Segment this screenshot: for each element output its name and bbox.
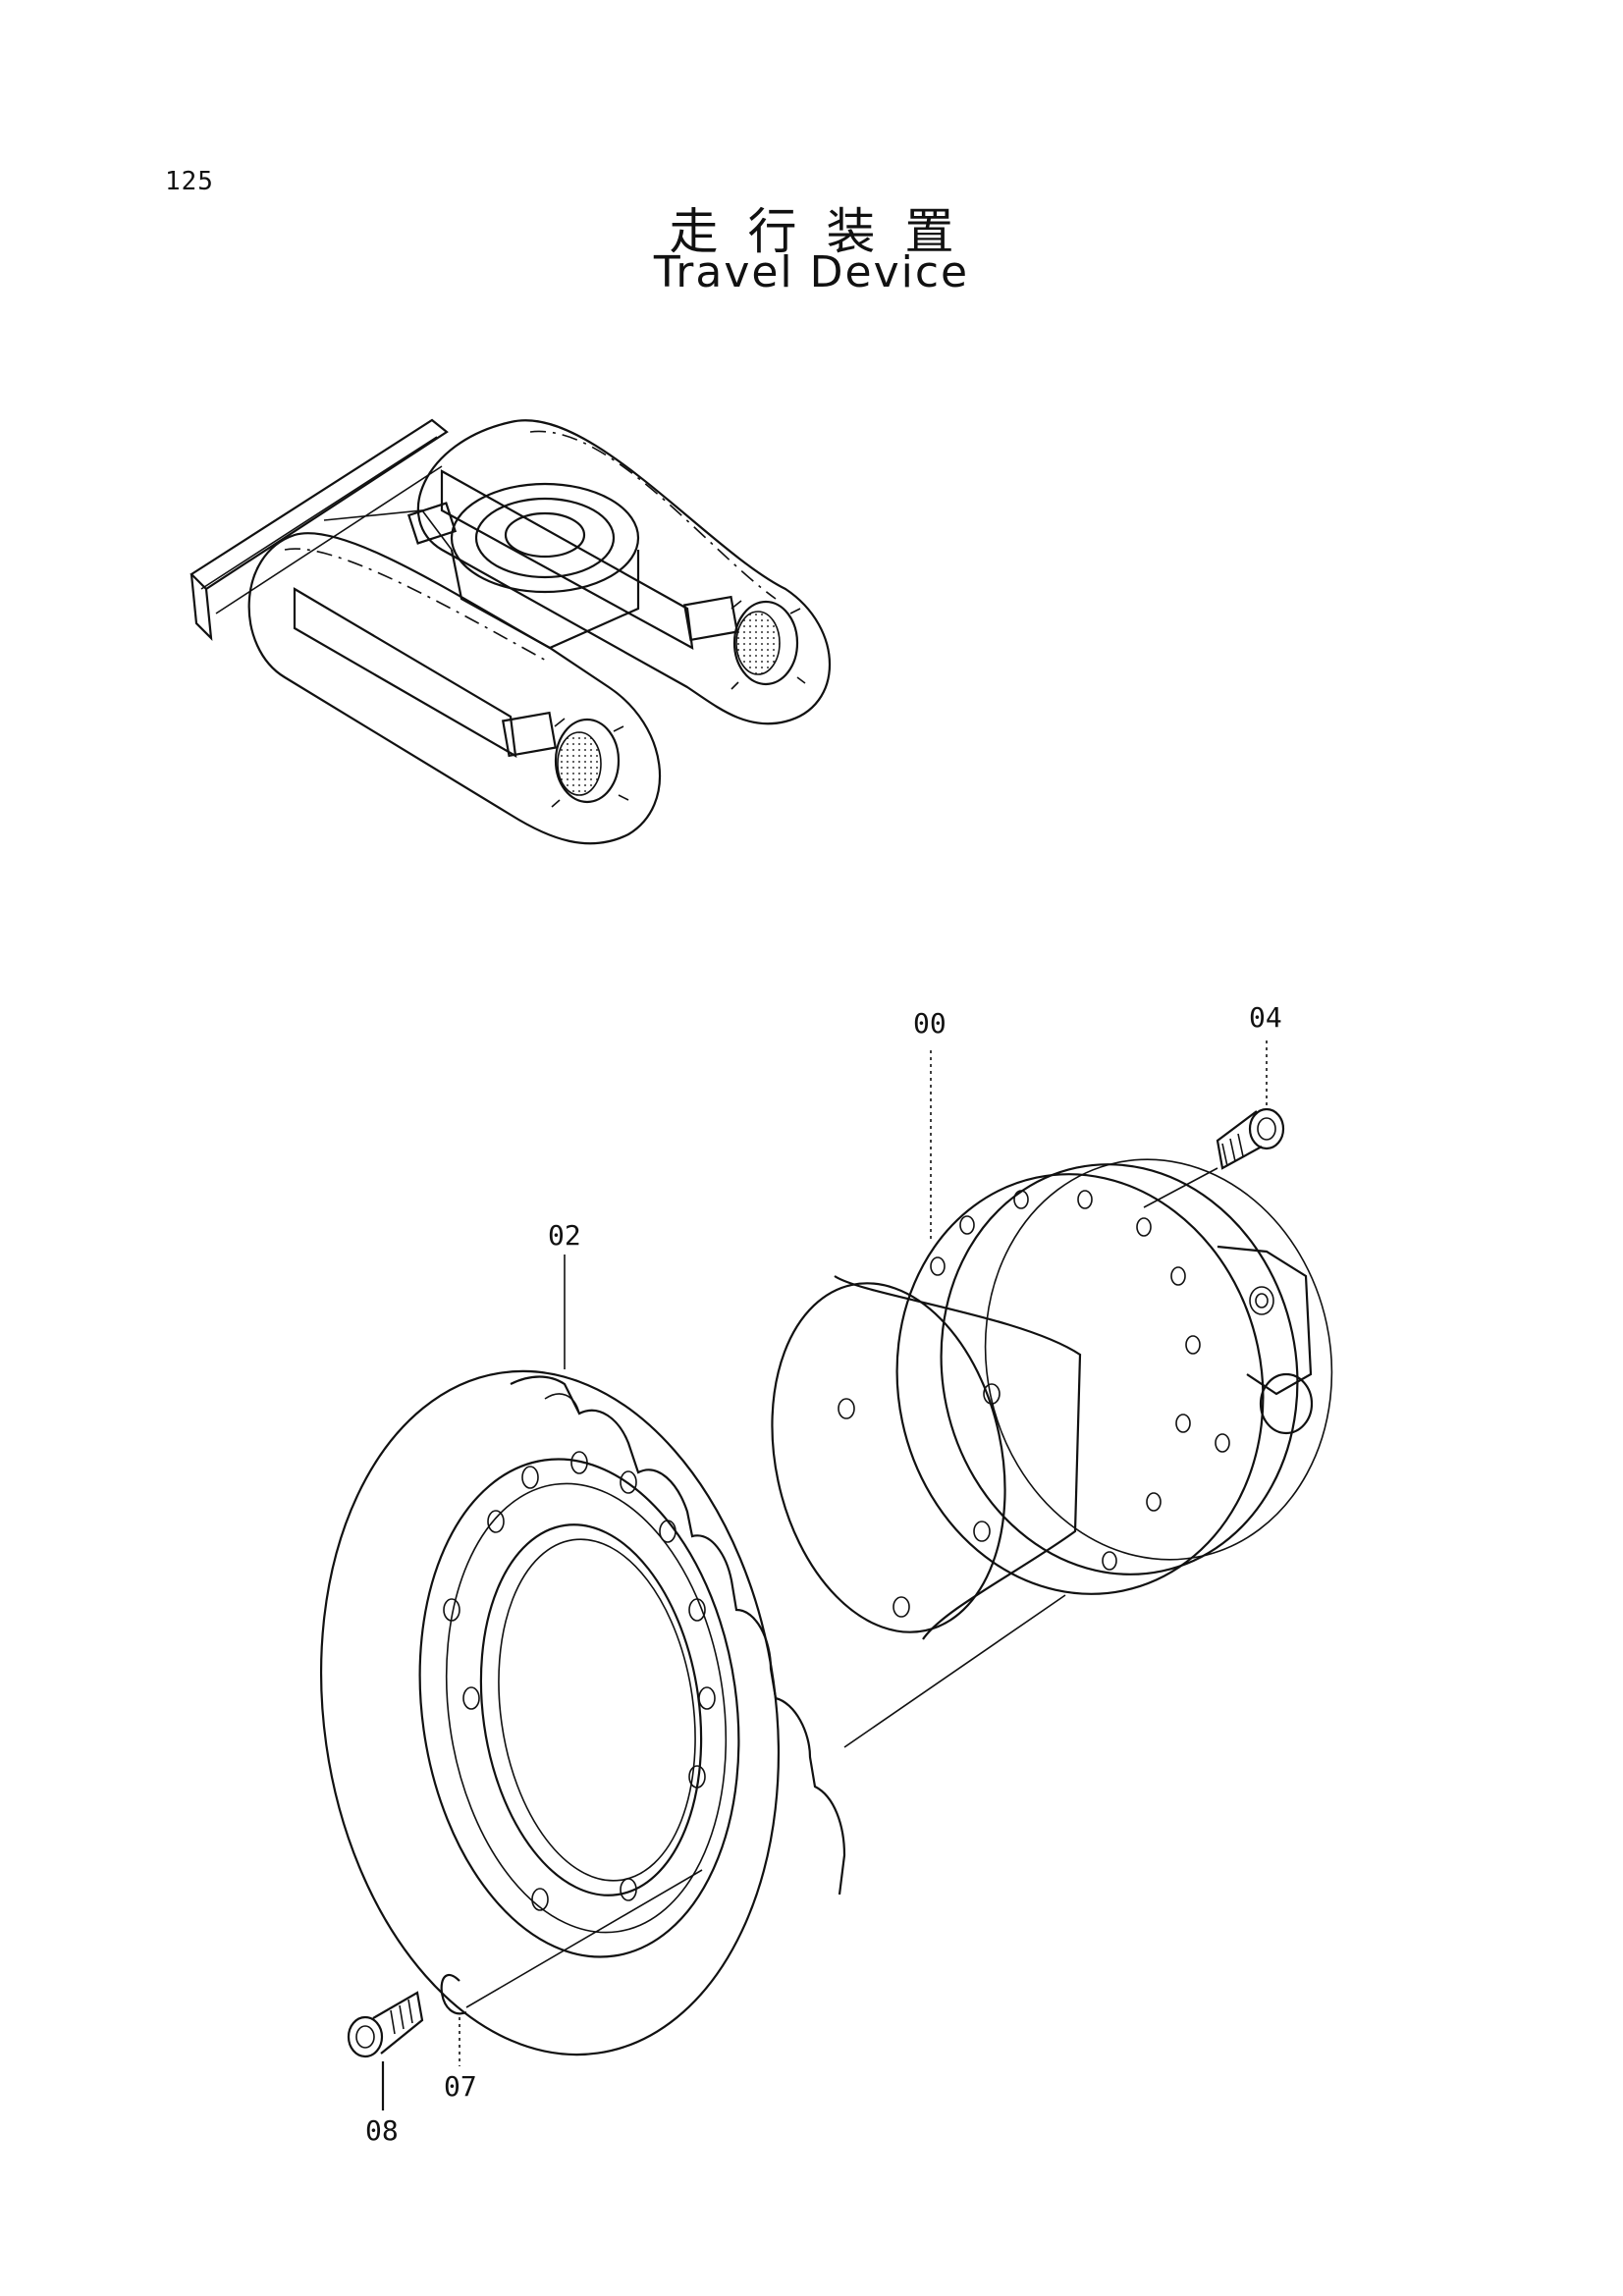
sprocket-rear (730, 600, 806, 690)
callout-04: 04 (1249, 1001, 1282, 1034)
part-00-travel-motor (771, 1050, 1333, 1640)
title-english: Travel Device (653, 247, 970, 297)
part-08-bolt (347, 1991, 424, 2110)
sprocket-bolt-holes (443, 1451, 716, 1911)
callout-07: 07 (444, 2070, 477, 2103)
part-07-washer (440, 1869, 703, 2066)
part-04-bolt (1143, 1041, 1285, 1208)
callout-02: 02 (548, 1219, 581, 1252)
flange-bolt-holes (930, 1190, 1230, 1571)
title-japanese: 走行装置 (669, 203, 984, 260)
part-02-sprocket (319, 1255, 1066, 2056)
undercarriage-illustration (189, 418, 831, 845)
sprocket-front (551, 718, 629, 808)
callout-00: 00 (913, 1007, 947, 1040)
page-number: 125 (165, 167, 214, 196)
callout-08: 08 (365, 2114, 399, 2147)
